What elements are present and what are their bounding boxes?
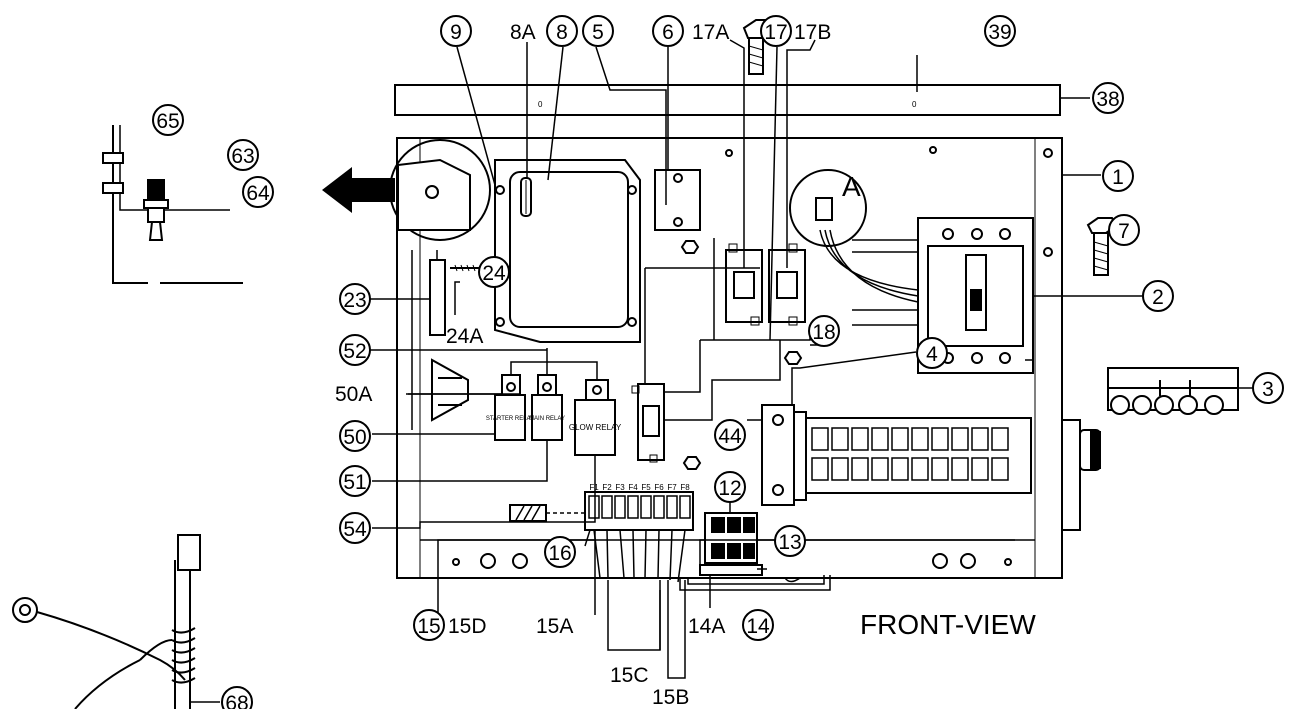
label-17a: 17A (692, 21, 729, 44)
callout-38: 38 (1096, 88, 1119, 111)
detail-a-circle (789, 169, 867, 247)
callout-12: 12 (718, 477, 741, 500)
svg-text:0: 0 (912, 100, 917, 109)
callout-2: 2 (1152, 286, 1164, 309)
fuse-label-f6: F6 (654, 483, 664, 492)
callout-7: 7 (1118, 220, 1130, 243)
leader-lines (370, 39, 1253, 650)
callout-18: 18 (812, 321, 835, 344)
fuse-label-f4: F4 (628, 483, 638, 492)
callout-64: 64 (246, 182, 270, 205)
detail-arrow (322, 167, 395, 213)
callout-3: 3 (1262, 378, 1274, 401)
component-12 (699, 512, 763, 576)
ground-cable (12, 534, 220, 709)
callout-5: 5 (592, 21, 604, 44)
callout-23: 23 (343, 289, 366, 312)
label-8a: 8A (510, 21, 536, 44)
fuse-label-f3: F3 (615, 483, 625, 492)
detail-circle (389, 139, 491, 241)
fuse-8a (520, 177, 532, 217)
callout-65: 65 (156, 110, 179, 133)
relay-18 (631, 383, 665, 463)
callout-68: 68 (225, 692, 248, 709)
side-knob (1062, 419, 1101, 531)
callout-51: 51 (343, 471, 366, 494)
label-14a: 14A (688, 615, 725, 638)
label-17b: 17B (794, 21, 831, 44)
fuse-15d (509, 504, 585, 522)
glow-relay (574, 379, 616, 456)
bus-bar (1107, 367, 1239, 415)
callout-4: 4 (926, 343, 938, 366)
component-6 (654, 169, 701, 254)
callout-16: 16 (548, 542, 571, 565)
starter-relay-label: STARTER RELAY (486, 416, 534, 422)
label-15b: 15B (652, 686, 689, 709)
cover-plate (494, 159, 641, 343)
fuse-label-f7: F7 (667, 483, 677, 492)
callout-63: 63 (231, 145, 254, 168)
mounting-rail: 0 0 (394, 55, 1090, 116)
left-bracket (431, 358, 469, 422)
label-15d: 15D (448, 615, 487, 638)
fuse-label-f8: F8 (680, 483, 690, 492)
part-labels: 8A 17A 17B 24A 50A 15D 15A 14A 15C 15B (335, 21, 831, 709)
callout-24: 24 (482, 262, 506, 285)
callout-54: 54 (343, 518, 367, 541)
svg-text:0: 0 (538, 100, 543, 109)
view-label: FRONT-VIEW (860, 609, 1036, 640)
circuit-breaker (819, 217, 1034, 374)
glow-relay-label: GLOW RELAY (569, 423, 622, 432)
label-15a: 15A (536, 615, 573, 638)
callout-52: 52 (343, 340, 366, 363)
callout-1: 1 (1112, 166, 1124, 189)
callout-17: 17 (764, 21, 787, 44)
fuse-label-f2: F2 (602, 483, 612, 492)
fuse-labels: F1 F2 F3 F4 F5 F6 F7 F8 (589, 483, 690, 492)
callout-6: 6 (662, 21, 674, 44)
toggle-switch-detail (102, 125, 243, 284)
fuse-block (584, 491, 694, 583)
label-50a: 50A (335, 383, 372, 406)
callout-labels: 9 8 5 6 17 39 38 65 63 64 1 7 24 2 23 18… (156, 21, 1274, 709)
callout-50: 50 (343, 426, 366, 449)
fuse-label-f1: F1 (589, 483, 599, 492)
label-24a: 24A (446, 325, 483, 348)
callout-39: 39 (988, 21, 1011, 44)
label-15c: 15C (610, 664, 649, 687)
main-relay-label: MAIN RELAY (529, 416, 565, 422)
callout-14: 14 (746, 615, 770, 638)
fuse-label-f5: F5 (641, 483, 651, 492)
terminal-block (761, 404, 1032, 506)
callout-13: 13 (778, 531, 801, 554)
detail-a-label: A (842, 171, 861, 202)
starter-relay (494, 374, 526, 441)
callout-9: 9 (450, 21, 462, 44)
main-relay (531, 374, 563, 441)
callout-15: 15 (417, 615, 440, 638)
callout-44: 44 (718, 425, 742, 448)
callout-8: 8 (556, 21, 568, 44)
